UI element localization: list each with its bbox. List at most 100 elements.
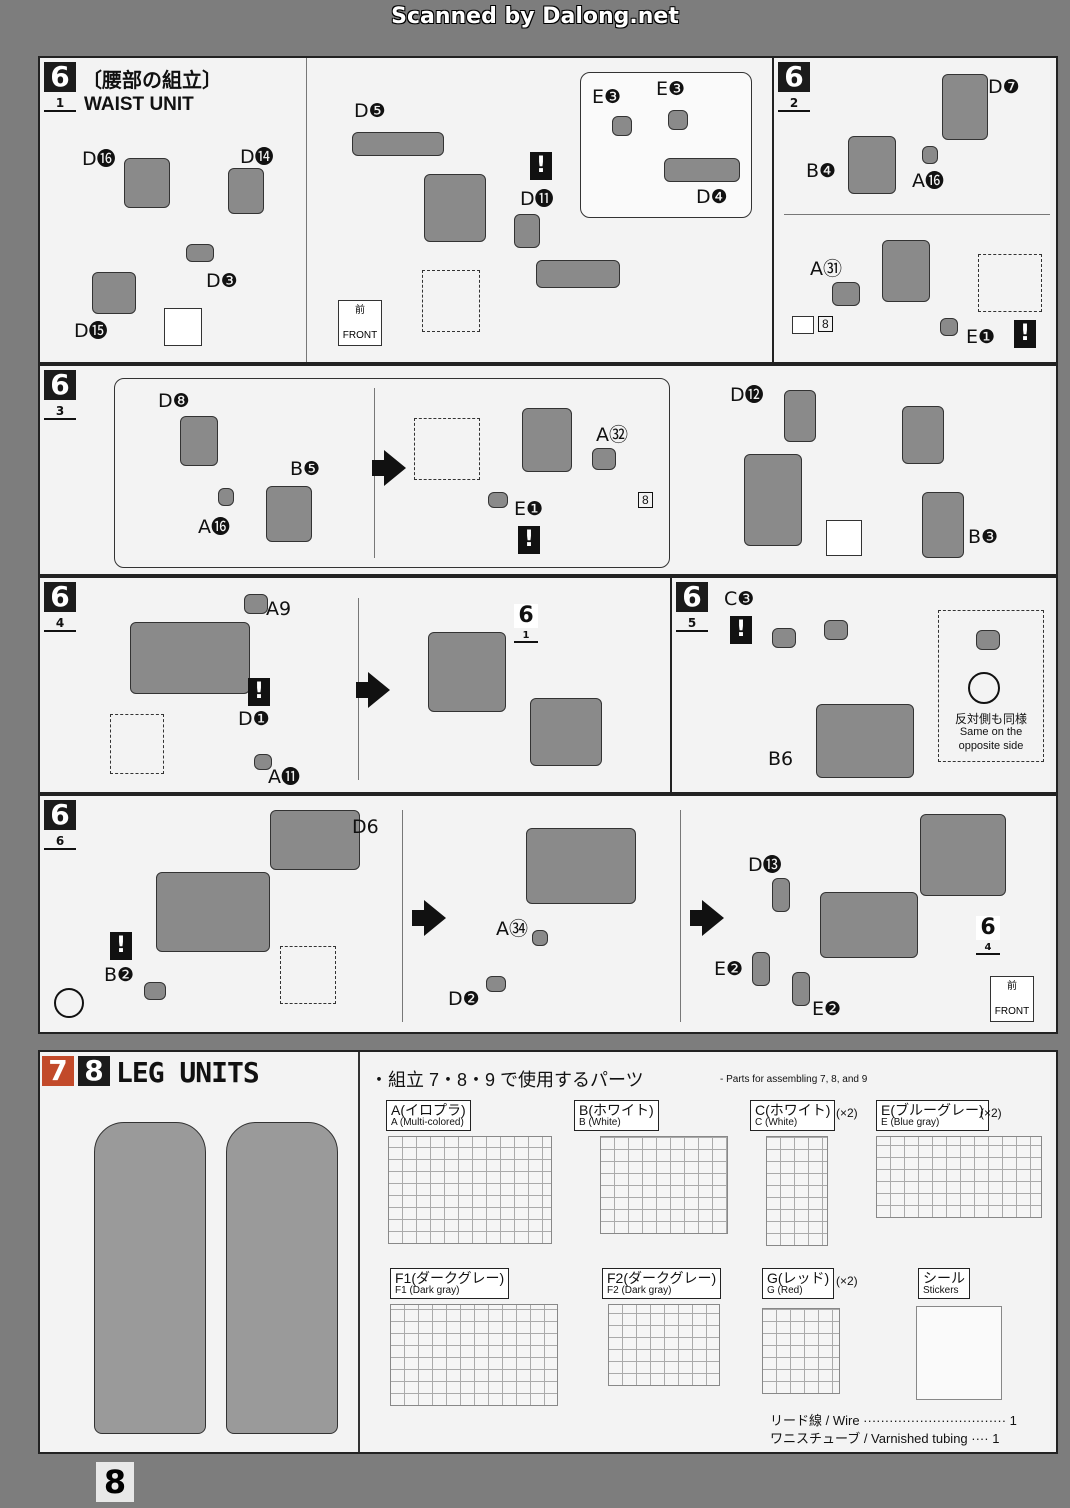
step-sub-number: 6 (44, 834, 76, 850)
step-number-8: 8 (78, 1056, 110, 1086)
front-indicator: 前 FRONT (990, 976, 1034, 1022)
note-jp: 反対側も同様 (954, 712, 1027, 726)
waist-part-illustration (218, 488, 234, 506)
step-number: 6 (676, 582, 708, 612)
waist-part-illustration (902, 406, 944, 464)
part-label: D❼ (988, 76, 1020, 98)
part-label: D❷ (448, 988, 480, 1010)
waist-part-illustration (532, 930, 548, 946)
waist-part-illustration (816, 704, 914, 778)
waist-part-illustration (92, 272, 136, 314)
gray-color-swatch (164, 308, 202, 346)
detail-callout-box (110, 714, 164, 774)
runner-c-quantity: (×2) (836, 1106, 858, 1120)
waist-part-illustration (244, 594, 268, 614)
leg-unit-illustration (94, 1122, 206, 1434)
part-label: A㉞ (496, 918, 528, 940)
divider (680, 810, 681, 1022)
divider (306, 58, 307, 362)
waist-part-illustration (668, 110, 688, 130)
sticker-indicator (792, 316, 814, 334)
detail-callout-box (280, 946, 336, 1004)
runner-b-label: B(ホワイト)B (White) (574, 1100, 659, 1131)
step-sub-number: 3 (44, 404, 76, 420)
sticker-number: 8 (638, 492, 653, 508)
divider (402, 810, 403, 1022)
step-number: 6 (778, 62, 810, 92)
waist-part-illustration (266, 486, 312, 542)
waist-part-illustration (772, 878, 790, 912)
runner-e-label: E(ブルーグレー)E (Blue gray) (876, 1100, 989, 1131)
sticker-number: 8 (818, 316, 833, 332)
scan-watermark-title: Scanned by Dalong.net (391, 4, 679, 29)
front-indicator: 前 FRONT (338, 300, 382, 346)
runner-e-quantity: (×2) (980, 1106, 1002, 1120)
waist-part-illustration (352, 132, 444, 156)
arrow-right-icon (372, 450, 406, 486)
part-label: E❶ (966, 326, 996, 348)
waist-part-illustration (254, 754, 272, 770)
waist-part-illustration (922, 146, 938, 164)
waist-part-illustration (612, 116, 632, 136)
note-en-line-1: Same on the (959, 726, 1023, 738)
part-label: D❹ (696, 186, 728, 208)
panel-waist-step-6-2: 6 2 D❼ B❹ A⓰ A㉛ 8 E❶ ! (772, 56, 1058, 364)
part-label: E❸ (592, 86, 622, 108)
section-title-en: WAIST UNIT (84, 94, 194, 115)
reference-step-number: 6 (514, 604, 538, 628)
runner-c-label: C(ホワイト)C (White) (750, 1100, 836, 1131)
caution-mark: ! (518, 526, 540, 554)
runner-a-sprue (388, 1136, 552, 1244)
step-sub-number: 4 (44, 616, 76, 632)
parts-list-heading-en: - Parts for assembling 7, 8, and 9 (720, 1074, 868, 1085)
waist-part-illustration (824, 620, 848, 640)
reference-step-number: 6 (976, 916, 1000, 940)
part-label: A㉜ (596, 424, 628, 446)
part-label: B❹ (806, 160, 837, 182)
step-sub-number: 1 (44, 96, 76, 112)
sticker-sheet (916, 1306, 1002, 1400)
part-label: A⓫ (268, 766, 300, 788)
step-sub-number: 2 (778, 96, 810, 112)
waist-part-illustration (228, 168, 264, 214)
no-glue-icon (54, 988, 84, 1018)
waist-part-illustration (832, 282, 860, 306)
part-label: D❽ (158, 390, 190, 412)
zoom-callout-box (580, 72, 752, 218)
panel-waist-step-6-4: 6 4 A9 ! D❶ A⓫ 6 1 (38, 576, 672, 794)
waist-part-illustration (428, 632, 506, 712)
waist-part-illustration (180, 416, 218, 466)
part-label: D⓫ (520, 188, 554, 210)
part-label: E❷ (812, 998, 842, 1020)
waist-part-illustration (488, 492, 508, 508)
caution-mark: ! (248, 678, 270, 706)
detail-callout-box (414, 418, 480, 480)
waist-part-illustration (772, 628, 796, 648)
reference-step-sub: 4 (976, 942, 1000, 955)
runner-g-label: G(レッド)G (Red) (762, 1268, 835, 1299)
part-label: B❸ (968, 526, 999, 548)
waist-part-illustration (784, 390, 816, 442)
waist-part-illustration (744, 454, 802, 546)
arrow-right-icon (356, 672, 390, 708)
step-sub-number: 5 (676, 616, 708, 632)
part-label: A9 (266, 598, 292, 620)
section-title-jp: 〔腰部の組立〕 (82, 70, 222, 92)
runner-f2-label: F2(ダークグレー)F2 (Dark gray) (602, 1268, 722, 1299)
caution-mark: ! (110, 932, 132, 960)
step-number: 6 (44, 582, 76, 612)
waist-part-illustration (976, 630, 1000, 650)
divider (784, 214, 1050, 215)
runner-g-sprue (762, 1308, 840, 1394)
waist-part-illustration (522, 408, 572, 472)
page-number: 8 (96, 1462, 134, 1502)
waist-part-illustration (536, 260, 620, 288)
detail-callout-box (422, 270, 480, 332)
panel-waist-step-6-1: 6 1 〔腰部の組立〕 WAIST UNIT D⓰ D⓮ D❸ D⓯ D❺ ! … (38, 56, 774, 364)
runner-f1-sprue (390, 1304, 558, 1406)
waist-part-illustration (820, 892, 918, 958)
part-label: D❸ (206, 270, 238, 292)
front-label-en: FRONT (994, 1006, 1030, 1017)
caution-mark: ! (530, 152, 552, 180)
